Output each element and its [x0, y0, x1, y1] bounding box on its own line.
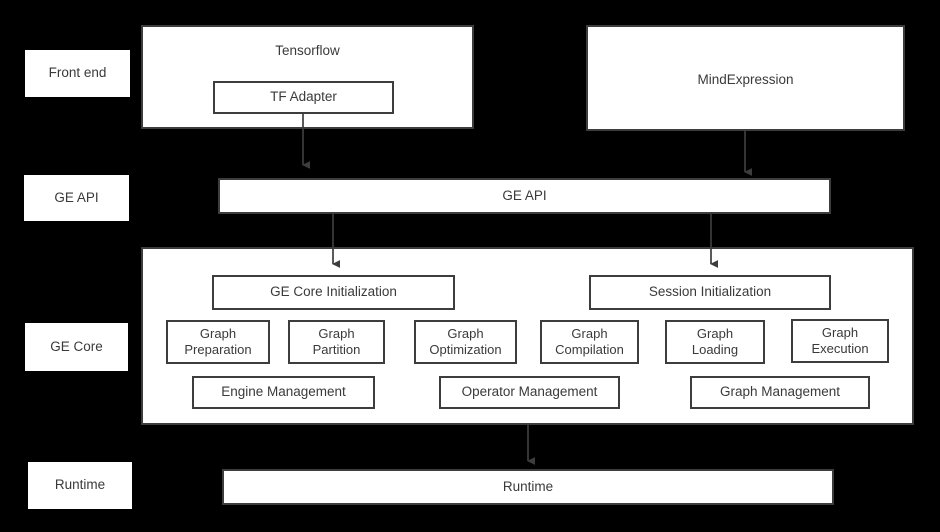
stage-label-text: Front end	[48, 65, 107, 81]
engine-management-box[interactable]: Engine Management	[192, 376, 375, 409]
graph-management-label: Graph Management	[719, 384, 841, 400]
graph-execution-label: Graph Execution	[811, 325, 869, 356]
engine-management-label: Engine Management	[221, 384, 346, 400]
tensorflow-title: Tensorflow	[275, 43, 340, 58]
stage-label-ge-core: GE Core	[25, 323, 128, 371]
ge-core-initialization-box[interactable]: GE Core Initialization	[212, 275, 455, 310]
stage-label-runtime: Runtime	[28, 462, 132, 509]
graph-management-box[interactable]: Graph Management	[690, 376, 870, 409]
graph-compilation-box[interactable]: Graph Compilation	[540, 320, 639, 364]
graph-loading-label: Graph Loading	[691, 326, 739, 357]
stage-label-text: GE API	[54, 189, 99, 205]
stage-label-ge-api: GE API	[24, 175, 129, 221]
graph-execution-box[interactable]: Graph Execution	[791, 319, 889, 363]
runtime-label: Runtime	[502, 478, 554, 494]
session-initialization-box[interactable]: Session Initialization	[589, 275, 831, 310]
mindexpression-panel[interactable]: MindExpression	[586, 25, 905, 131]
ge-api-label: GE API	[502, 187, 547, 203]
session-initialization-label: Session Initialization	[648, 284, 772, 300]
tf-adapter-box[interactable]: TF Adapter	[213, 81, 394, 114]
graph-partition-label: Graph Partition	[312, 326, 361, 357]
stage-label-text: GE Core	[50, 338, 103, 354]
runtime-bar[interactable]: Runtime	[222, 469, 834, 505]
mindexpression-title: MindExpression	[697, 72, 794, 87]
graph-optimization-label: Graph Optimization	[429, 326, 502, 357]
ge-core-initialization-label: GE Core Initialization	[270, 284, 397, 300]
stage-label-front-end: Front end	[25, 50, 130, 97]
ge-api-bar[interactable]: GE API	[218, 178, 831, 214]
graph-partition-box[interactable]: Graph Partition	[288, 320, 385, 364]
graph-preparation-box[interactable]: Graph Preparation	[166, 320, 270, 364]
graph-loading-box[interactable]: Graph Loading	[665, 320, 765, 364]
graph-compilation-label: Graph Compilation	[555, 326, 624, 357]
operator-management-box[interactable]: Operator Management	[439, 376, 620, 409]
graph-optimization-box[interactable]: Graph Optimization	[414, 320, 517, 364]
stage-label-text: Runtime	[54, 477, 106, 493]
graph-preparation-label: Graph Preparation	[184, 326, 252, 357]
tf-adapter-label: TF Adapter	[270, 89, 337, 105]
operator-management-label: Operator Management	[461, 384, 598, 400]
